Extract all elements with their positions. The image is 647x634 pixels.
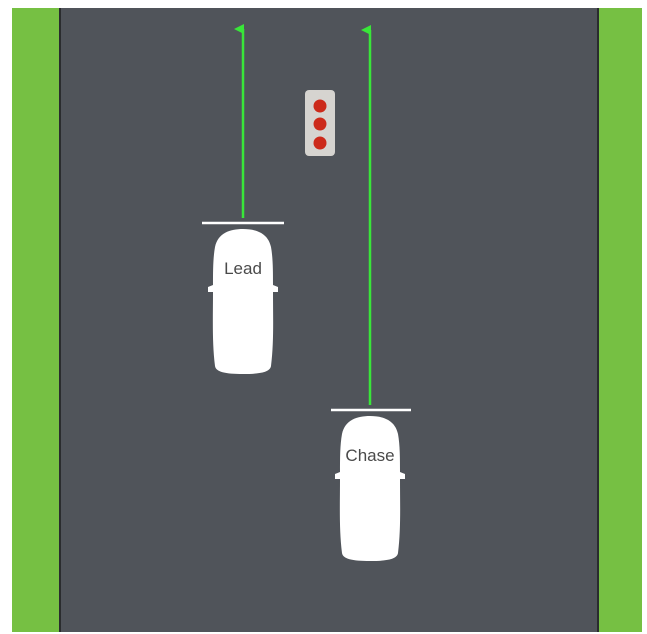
signal-light-middle <box>314 118 327 131</box>
signal-light-top <box>314 100 327 113</box>
traffic-light-icon <box>305 90 335 156</box>
signal-light-bottom <box>314 137 327 150</box>
left-grass <box>12 8 60 632</box>
chase-car-label: Chase <box>345 446 394 465</box>
car-icon <box>335 416 405 561</box>
car-icon <box>208 229 278 374</box>
lead-car-label: Lead <box>224 259 262 278</box>
right-grass <box>598 8 642 632</box>
